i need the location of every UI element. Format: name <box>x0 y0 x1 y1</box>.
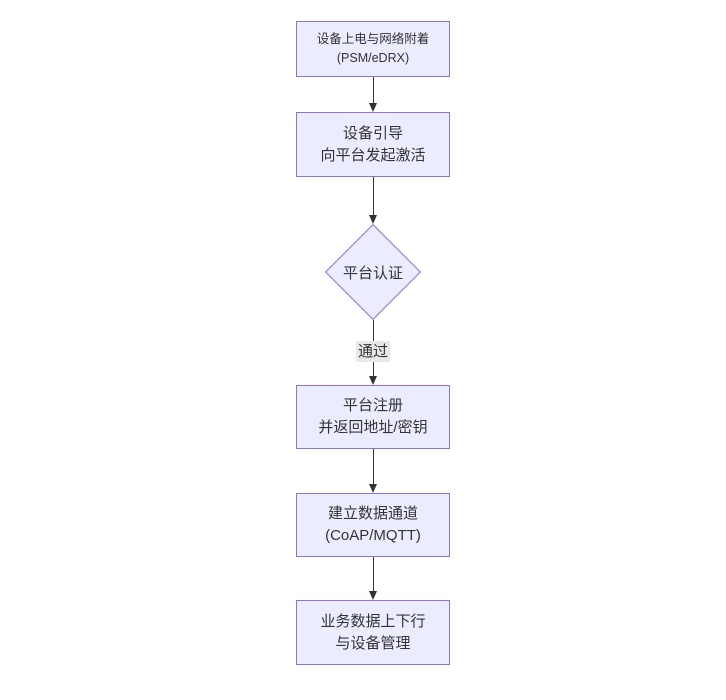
node-label-line: 建立数据通道 <box>327 505 418 522</box>
node-label-line: 设备引导 <box>342 124 403 142</box>
arrowhead-down-icon <box>368 215 377 224</box>
node-platform-register: 平台注册 并返回地址/密钥 <box>296 385 450 449</box>
node-label-line: (CoAP/MQTT) <box>325 527 421 544</box>
edge-line <box>372 77 374 103</box>
edge-line <box>372 449 374 485</box>
node-label-line: 设备上电与网络附着 <box>316 32 430 46</box>
node-label-line: (PSM/eDRX) <box>336 51 410 65</box>
node-label-line: 平台认证 <box>342 264 403 282</box>
edge-line <box>372 177 374 216</box>
edge-line <box>372 557 374 592</box>
node-label-line: 业务数据上下行 <box>320 612 426 630</box>
node-label-line: 与设备管理 <box>335 634 411 652</box>
node-label-line: 平台注册 <box>342 397 403 414</box>
arrowhead-down-icon <box>368 591 377 600</box>
arrowhead-down-icon <box>368 103 377 112</box>
arrowhead-down-icon <box>368 484 377 493</box>
node-business-data: 业务数据上下行 与设备管理 <box>296 600 450 665</box>
node-label-line: 并返回地址/密钥 <box>318 419 428 436</box>
node-device-power-on: 设备上电与网络附着 (PSM/eDRX) <box>296 21 450 77</box>
node-data-channel: 建立数据通道 (CoAP/MQTT) <box>296 493 450 557</box>
node-device-bootstrap: 设备引导 向平台发起激活 <box>296 112 450 177</box>
node-platform-auth-decision: 平台认证 <box>324 223 422 321</box>
edge-label-pass: 通过 <box>355 341 391 362</box>
node-label-line: 向平台发起激活 <box>320 146 426 164</box>
arrowhead-down-icon <box>368 376 377 385</box>
